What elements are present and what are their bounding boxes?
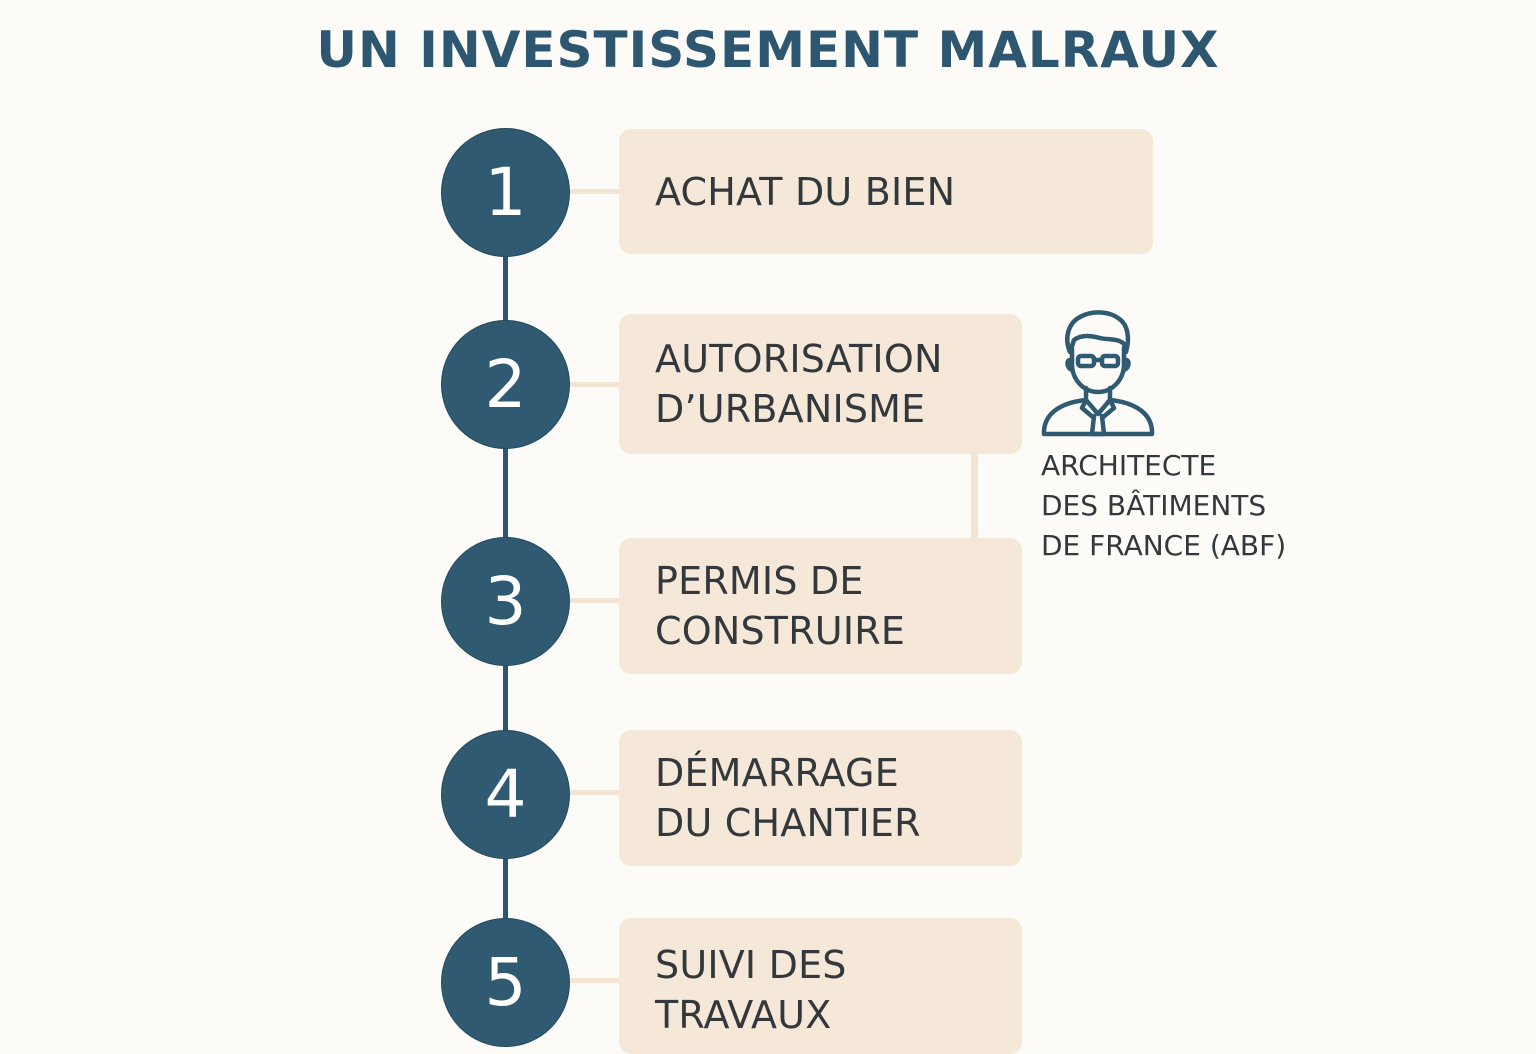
step-4-number-badge: 4 — [441, 730, 570, 859]
step-2-number-badge: 2 — [441, 320, 570, 449]
step-3-label: PERMIS DE CONSTRUIRE — [655, 559, 906, 653]
step-1-connector — [570, 189, 620, 194]
step-2-box: AUTORISATION D’URBANISME — [619, 314, 1022, 454]
page-title: UN INVESTISSEMENT MALRAUX — [316, 21, 1220, 79]
step-4-connector — [570, 790, 620, 795]
step-2-connector — [570, 382, 620, 387]
step-5-connector — [570, 978, 620, 983]
step-3-connector — [570, 598, 620, 603]
abf-label: ARCHITECTE DES BÂTIMENTS DE FRANCE (ABF) — [1041, 449, 1287, 562]
step-5-number-badge: 5 — [441, 918, 570, 1047]
step-4-box: DÉMARRAGE DU CHANTIER — [619, 730, 1022, 866]
step-5-box: SUIVI DES TRAVAUX — [619, 918, 1022, 1054]
architect-person-icon — [1041, 310, 1155, 437]
step-1-number-badge: 1 — [441, 128, 570, 257]
step-5-label: SUIVI DES TRAVAUX — [655, 943, 847, 1037]
step-1-label: ACHAT DU BIEN — [655, 169, 956, 214]
step-1-box: ACHAT DU BIEN — [619, 129, 1153, 254]
step-3-box: PERMIS DE CONSTRUIRE — [619, 538, 1022, 674]
step-4-label: DÉMARRAGE DU CHANTIER — [655, 751, 921, 845]
step-2-3-link — [971, 452, 978, 540]
step-3-number-badge: 3 — [441, 537, 570, 666]
step-2-label: AUTORISATION D’URBANISME — [655, 337, 943, 431]
